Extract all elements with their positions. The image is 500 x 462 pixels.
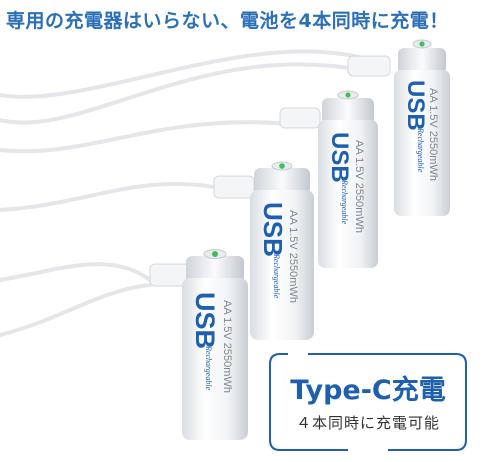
usb-c-plug: [213, 175, 255, 199]
battery-3: USB Rechargeable AA 1.5V 2550mWh: [279, 90, 378, 268]
battery-spec: AA 1.5V 2550mWh: [427, 88, 439, 181]
battery-2: USB Rechargeable AA 1.5V 2550mWh: [213, 161, 314, 340]
charge-led-icon: [345, 92, 351, 98]
info-box-title: Type-C充電: [290, 375, 446, 406]
battery-brand: USB: [258, 202, 288, 257]
battery-subtitle: Rechargeable: [204, 345, 213, 391]
battery-cap: [398, 48, 446, 74]
battery-body: [250, 190, 314, 340]
battery-spec: AA 1.5V 2550mWh: [221, 300, 233, 393]
battery-cap: [322, 98, 374, 124]
cable: [0, 283, 152, 337]
battery-subtitle: Rechargeable: [416, 127, 425, 173]
battery-brand: USB: [190, 292, 220, 349]
charge-led-icon: [419, 41, 425, 47]
battery-cap: [186, 256, 244, 284]
battery-brand: USB: [402, 80, 429, 131]
type-c-info-box: Type-C充電 ４本同時に充電可能: [268, 352, 468, 452]
cable: [0, 181, 232, 212]
cable-group: [0, 49, 372, 337]
battery-subtitle: Rechargeable: [340, 179, 349, 225]
cable: [0, 49, 372, 99]
battery-spec: AA 1.5V 2550mWh: [287, 210, 299, 303]
battery-brand: USB: [326, 132, 353, 183]
battery-1: USB Rechargeable AA 1.5V 2550mWh: [149, 249, 248, 440]
charge-led-icon: [279, 163, 285, 169]
battery-spec: AA 1.5V 2550mWh: [353, 140, 365, 233]
cable: [0, 120, 302, 154]
battery-cap: [254, 168, 310, 194]
cable: [0, 62, 362, 125]
headline: 専用の充電器はいらない、電池を4本同時に充電！: [6, 10, 449, 32]
battery-subtitle: Rechargeable: [272, 253, 281, 299]
usb-c-plug: [347, 55, 391, 77]
cable: [0, 262, 152, 282]
battery-body: [318, 120, 378, 268]
battery-body: [182, 278, 248, 440]
info-box-subtitle: ４本同時に充電可能: [295, 414, 440, 432]
charge-led-icon: [212, 251, 218, 257]
battery-body: [394, 70, 450, 216]
battery-4: USB Rechargeable AA 1.5V 2550mWh: [347, 39, 450, 216]
info-box-frame: [269, 353, 467, 451]
usb-c-plug: [279, 107, 321, 129]
